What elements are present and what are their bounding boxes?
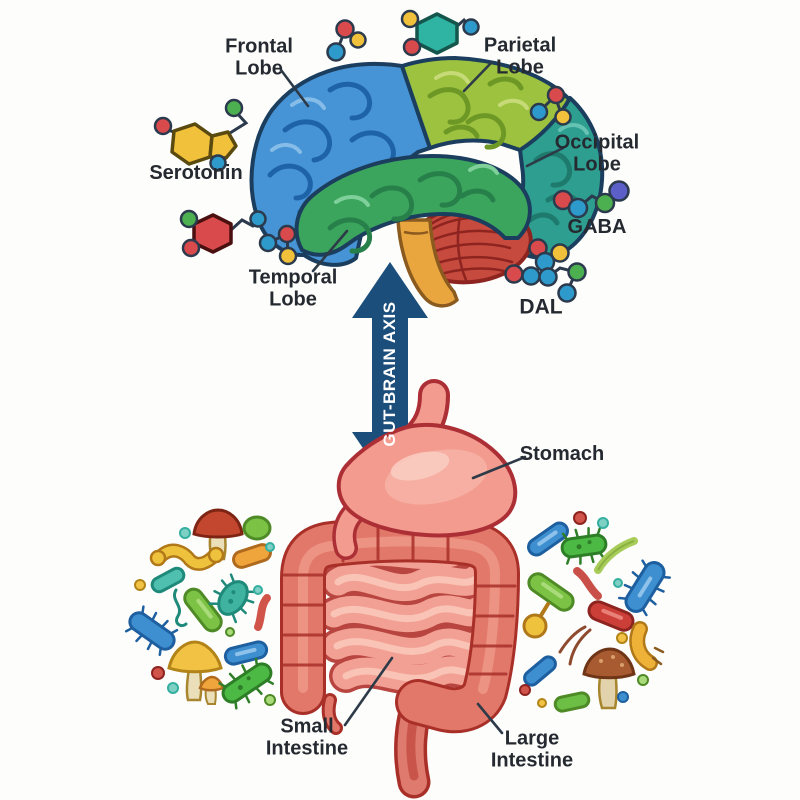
temporal-lobe-label: Temporal Lobe (248, 266, 338, 310)
green-oval-microbe-icon (242, 515, 272, 541)
right-cluster-dots (519, 511, 649, 708)
gut-brain-axis-label: GUT-BRAIN AXIS (380, 301, 399, 447)
gut-brain-axis-arrow (352, 262, 428, 488)
yellow-curved-bacterium-icon (629, 621, 665, 671)
serotonin-label: Serotonin (149, 162, 243, 185)
large-intestine-label: Large Intestine (490, 727, 574, 771)
red-flagellated-bacterium-icon (558, 600, 635, 666)
occipital-highlight (558, 123, 589, 135)
stomach-shape (336, 379, 518, 538)
green-spiky-bacterium-icon (218, 657, 275, 710)
microbe-cluster-left (124, 508, 276, 710)
occipital-pointer-line (525, 146, 565, 168)
three-atom-molecule-parietal-icon (529, 85, 572, 126)
appendix-shape (321, 693, 343, 735)
temporal-gyri (327, 171, 496, 254)
dal-label: DAL (519, 295, 563, 319)
three-atom-molecule-top-icon (326, 19, 367, 62)
parietal-pointer-line (462, 60, 494, 93)
left-cluster-dots (134, 527, 276, 706)
yellow-round-microbe-icon (522, 602, 550, 639)
green-rod-bacterium-icon (527, 572, 575, 612)
gaba-label: GABA (567, 216, 627, 239)
serotonin-molecule-icon (153, 98, 249, 172)
red-curved-bacterium-icon (254, 594, 271, 631)
dal-molecule-icon (504, 238, 587, 303)
small-intestine-label: Small Intestine (265, 715, 349, 759)
red-curved-bacterium-icon (573, 567, 602, 600)
stomach-label: Stomach (519, 443, 605, 466)
yellow-mushroom-cluster-icon (167, 640, 225, 705)
stomach-pointer-line (471, 455, 527, 480)
parietal-lobe-label: Parietal Lobe (483, 34, 557, 78)
frontal-highlights (270, 97, 326, 154)
brown-mushroom-icon (582, 647, 636, 710)
teal-spiky-bacterium-icon (208, 573, 257, 624)
yellow-branching-microbe-icon (149, 543, 225, 571)
blue-capsule-bacterium-icon (223, 640, 269, 666)
blue-spiky-bacterium-icon (617, 559, 671, 617)
green-capsule-bacterium-icon (553, 691, 591, 713)
occipital-lobe-label: Occipital Lobe (554, 131, 640, 175)
brainstem-shape (396, 218, 459, 308)
molecules (153, 9, 630, 303)
teal-flagellated-bacterium-icon (150, 566, 188, 628)
frontal-lobe-label: Frontal Lobe (225, 35, 293, 79)
large-intestine-shape (280, 516, 521, 734)
digestive-system-illustration (280, 379, 521, 799)
small-intestine-pointer-line (343, 656, 394, 727)
label-pointer-lines (279, 60, 565, 735)
temporal-pointer-line (311, 229, 349, 273)
parietal-gyri (427, 76, 524, 150)
small-intestine-shape (317, 535, 496, 696)
teal-ring-molecule-icon (400, 9, 480, 57)
green-spiky-bacterium-icon (560, 526, 608, 565)
blue-capsule-small-icon (523, 655, 557, 687)
brainstem-line (403, 230, 429, 235)
blue-spiky-bacterium-icon (124, 605, 179, 657)
microbe-cluster-right (519, 511, 671, 713)
lightgreen-bacterium-outline (597, 540, 635, 571)
large-intestine-pointer-line (476, 702, 504, 735)
red-ring-molecule-icon (179, 209, 267, 258)
temporal-highlights (334, 163, 499, 207)
three-atom-molecule-temporal-icon (258, 224, 298, 266)
blue-capsule-bacterium-icon (527, 521, 569, 557)
frontal-pointer-line (279, 68, 310, 108)
gaba-molecule-icon (552, 180, 630, 219)
parietal-highlights (434, 71, 529, 110)
